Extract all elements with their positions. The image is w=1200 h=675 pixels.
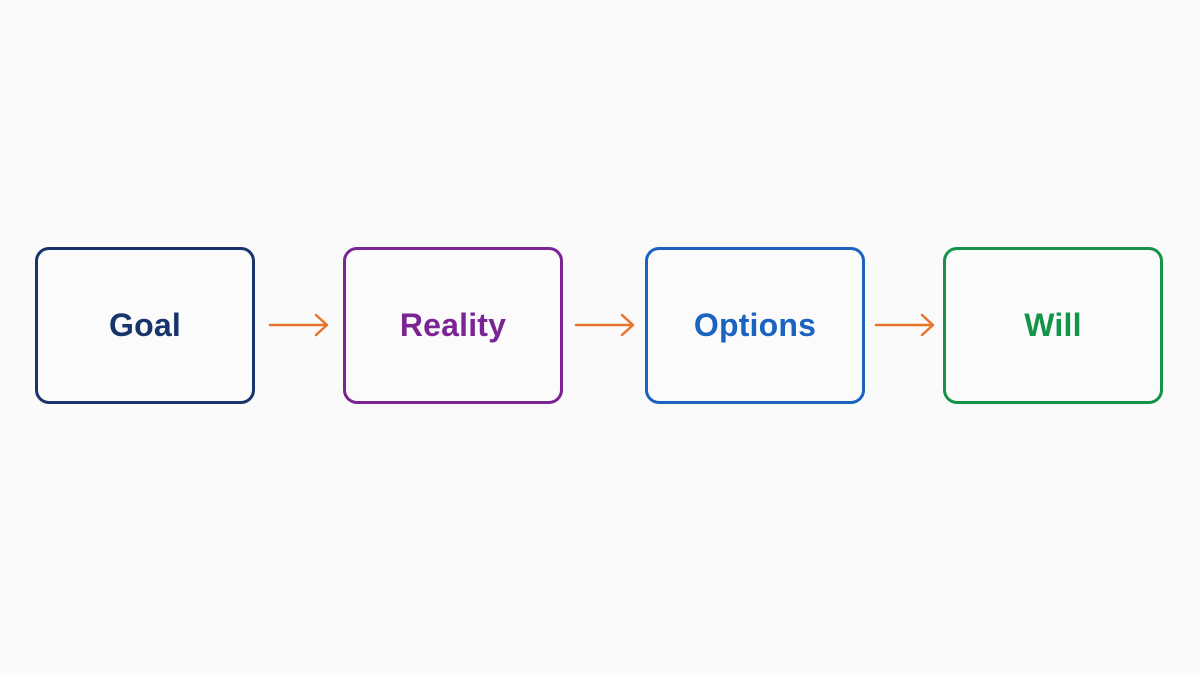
- step-options-label: Options: [693, 307, 817, 343]
- right-arrow-icon: [574, 313, 635, 337]
- arrow-goal-to-reality: [268, 312, 332, 338]
- step-goal-box: Goal: [35, 247, 255, 404]
- step-reality-box: Reality: [343, 247, 563, 404]
- arrow-reality-to-options: [574, 312, 638, 338]
- arrow-options-to-will: [874, 312, 938, 338]
- step-reality-label: Reality: [399, 307, 507, 343]
- step-will-label: Will: [1024, 307, 1082, 343]
- right-arrow-icon: [874, 313, 935, 337]
- right-arrow-icon: [268, 313, 329, 337]
- step-will-box: Will: [943, 247, 1163, 404]
- step-goal-label: Goal: [109, 307, 181, 343]
- step-options-box: Options: [645, 247, 865, 404]
